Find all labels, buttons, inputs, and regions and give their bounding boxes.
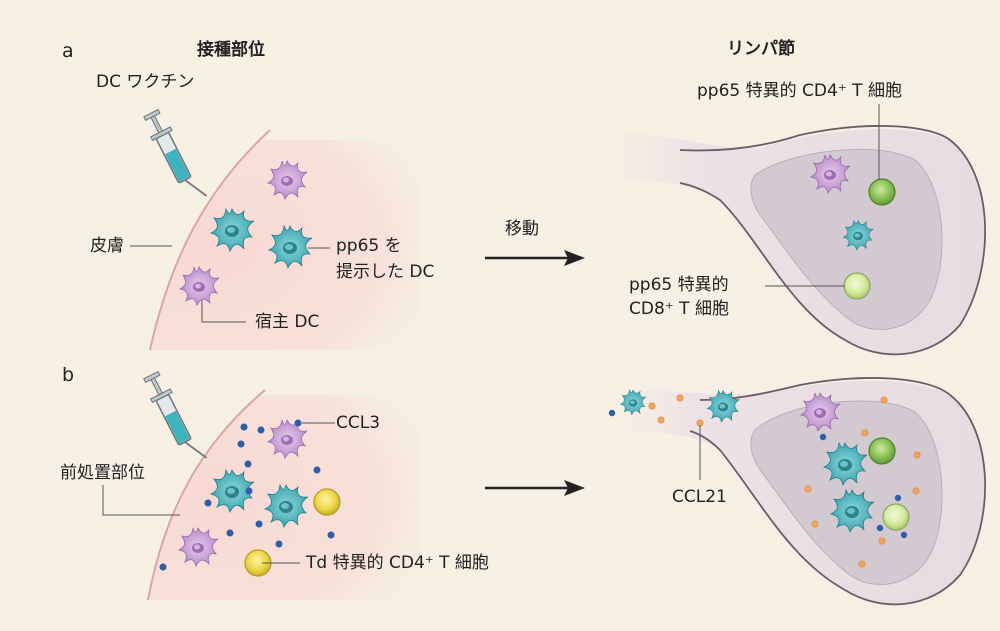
label-td-t-cell: Td 特異的 CD4⁺ T 細胞 — [306, 553, 489, 573]
cd8-t-cell — [843, 272, 871, 300]
ccl21-dots — [648, 394, 921, 568]
td-t-cell — [313, 488, 341, 516]
syringe-a — [140, 106, 208, 208]
label-migration: 移動 — [505, 219, 539, 239]
syringe-b — [140, 368, 208, 470]
cd4-t-cell — [868, 437, 896, 465]
label-cd4-t-cell: pp65 特異的 CD4⁺ T 細胞 — [697, 81, 902, 101]
migration-arrow-b — [485, 480, 585, 496]
label-cd8-line1: pp65 特異的 — [629, 275, 729, 295]
ccl3-dots — [159, 419, 335, 571]
panel-letter-b: b — [62, 364, 75, 386]
cd8-t-cell — [882, 503, 910, 531]
label-host-dc: 宿主 DC — [255, 312, 320, 332]
skin-edge-a — [149, 129, 271, 351]
cd4-t-cell — [868, 178, 896, 206]
heading-lymph-node: リンパ節 — [727, 39, 795, 59]
lymph-node-b — [595, 377, 987, 606]
label-dc-vaccine: DC ワクチン — [96, 72, 195, 92]
label-ccl3: CCL3 — [336, 413, 381, 433]
label-pretreatment-site: 前処置部位 — [60, 463, 145, 483]
migration-arrow — [485, 250, 585, 266]
label-presenting-dc-2: 提示した DC — [336, 262, 435, 282]
panel-a — [130, 104, 987, 356]
ccl3-dots-node — [608, 409, 908, 539]
leader-host-dc — [201, 300, 246, 323]
label-ccl21: CCL21 — [672, 487, 727, 507]
label-cd8-line2: CD8⁺ T 細胞 — [629, 299, 729, 319]
lymph-node-a — [590, 104, 987, 356]
panel-letter-a: a — [62, 40, 74, 62]
label-presenting-dc-1: pp65 を — [336, 236, 402, 256]
label-skin: 皮膚 — [90, 236, 124, 256]
panel-b — [102, 368, 987, 606]
leader-pretreat — [102, 485, 180, 516]
skin-edge-b — [147, 389, 266, 601]
heading-injection-site: 接種部位 — [197, 40, 265, 60]
